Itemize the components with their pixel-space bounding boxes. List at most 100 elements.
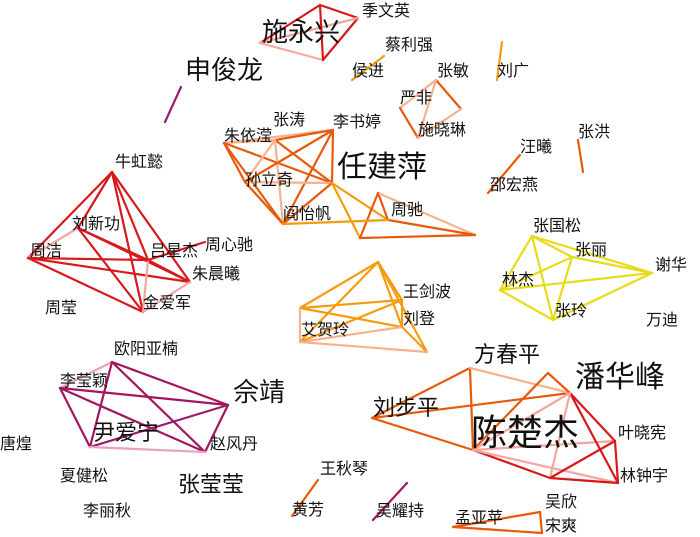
- node-label-liubuping: 刘步平: [373, 396, 440, 421]
- edge-chenchujie-linzhongyu: [471, 448, 620, 485]
- edge-jiwenying-v_sy2: [321, 16, 360, 62]
- edge-liuxingong-zhoujie: [26, 226, 80, 260]
- edge-lvxingjie-zhuchenxi: [146, 258, 192, 284]
- node-label-fangchunping: 方春平: [474, 343, 541, 368]
- node-label-zhangtao: 张涛: [273, 110, 306, 129]
- edge-sunliqi-renjianping: [243, 180, 334, 185]
- node-label-renjianping: 任建萍: [337, 150, 427, 185]
- node-label-wandi: 万迪: [646, 310, 679, 329]
- node-label-huangfang: 黄芳: [292, 500, 325, 519]
- edge-zhangling-xiehua: [551, 271, 654, 322]
- edge-linjie-zhangling: [498, 288, 555, 322]
- node-label-wangjianbo: 王剑波: [403, 282, 452, 301]
- node-label-mengyaping: 孟亚苹: [455, 508, 504, 527]
- edge-v_cc2-linzhongyu: [548, 476, 620, 485]
- edge-lishuting-sunliqi: [243, 128, 335, 184]
- node-label-zhangmin: 张敏: [437, 61, 470, 80]
- edge-v_zh1-v_zh2: [576, 138, 585, 174]
- node-label-panhuafeng: 潘华峰: [575, 360, 665, 395]
- edge-shiyongxing-v_sy1: [258, 3, 322, 45]
- edge-shejing-yinaining: [88, 403, 230, 449]
- node-label-liuguang: 刘广: [497, 61, 530, 80]
- edge-v_sy2-shiyongxing: [258, 41, 325, 62]
- edge-v_cc1-chenchujie: [471, 371, 550, 452]
- edge-niuhongyi-lvxingjie: [110, 170, 150, 262]
- node-label-shenjunlong: 申俊龙: [185, 56, 264, 86]
- edge-v_ah2-liudeng: [298, 325, 404, 344]
- node-label-zhangyingying: 张莹莹: [178, 473, 245, 498]
- node-label-xiehua: 谢华: [655, 255, 688, 274]
- node-label-zhanghong: 张洪: [578, 122, 611, 141]
- edge-mengyaping-songshuang: [451, 525, 544, 535]
- node-label-shixiaolin: 施晓琳: [418, 120, 467, 139]
- node-label-linzhongyu: 林钟宇: [620, 466, 669, 485]
- edge-ouyangyanan-zhaofengdan: [110, 360, 207, 454]
- node-label-liliqiu: 李丽秋: [83, 501, 132, 520]
- edge-zhuchenxi-jinaijun: [141, 280, 192, 314]
- edge-niuhongyi-jinaijun: [110, 170, 145, 314]
- node-label-zhouxinchi: 周心驰: [205, 235, 254, 254]
- node-label-tanghuang: 唐煌: [0, 434, 33, 453]
- edge-zhoujie-zhuchenxi: [26, 256, 192, 284]
- edge-sunliqi-yanyifan: [243, 180, 285, 226]
- edge-linjie-xiehua: [498, 271, 654, 292]
- edge-zhuyiying-yanyifan: [222, 141, 285, 226]
- edge-v_ah1-aihelin: [298, 260, 380, 310]
- edge-niuhongyi-zhoujie: [26, 170, 114, 260]
- node-label-wuxin: 吴欣: [545, 492, 578, 511]
- node-label-wangxi: 汪曦: [520, 137, 553, 156]
- node-label-zhangling: 张玲: [555, 301, 588, 320]
- node-label-wangqiuqin: 王秋琴: [320, 459, 369, 478]
- edge-ouyangyanan-yinaining: [88, 360, 114, 449]
- node-label-liuxingong: 刘新功: [72, 214, 121, 233]
- edge-panhuafeng-linzhongyu: [568, 391, 620, 485]
- node-label-yanyifan: 阎怡帆: [283, 204, 332, 223]
- edge-lishuting-renjianping: [330, 128, 335, 185]
- edge-lishuting-yanyifan: [281, 128, 335, 226]
- edge-v_zc3-v_zc2: [358, 233, 477, 240]
- edge-chenchujie-v_cc2: [471, 448, 552, 480]
- node-label-sunliqi: 孙立奇: [245, 170, 294, 189]
- node-label-wuyaochi: 吴耀持: [376, 501, 425, 520]
- edge-zhangtao-renjianping: [273, 138, 334, 185]
- edge-yanfei-zhangmin: [398, 78, 438, 110]
- edge-lvxingjie-zhouxinchi: [146, 240, 207, 262]
- node-label-houjin: 侯进: [352, 61, 385, 80]
- node-label-yanfei: 严非: [400, 88, 433, 107]
- edge-zhoujie-lvxingjie: [26, 256, 150, 262]
- edge-v_zm-shixiaolin: [416, 107, 463, 140]
- edge-renjianping-v_zc3: [330, 181, 362, 240]
- edge-zhangli-zhangling: [551, 255, 574, 322]
- edge-renjianping-zhouchi: [330, 181, 390, 222]
- edge-fangchunping-panhuafeng: [468, 366, 572, 395]
- node-label-yinaining: 尹爱宁: [93, 421, 160, 446]
- edge-zhangguosong-linjie: [498, 234, 534, 292]
- edge-wuxin-songshuang: [538, 510, 544, 535]
- edge-zhangli-linjie: [498, 255, 574, 292]
- edge-v_zc1-v_zc3: [358, 191, 380, 240]
- node-label-shaohongyan: 邵宏燕: [490, 175, 539, 194]
- edge-zhangli-xiehua: [570, 255, 654, 275]
- edge-v_ah1-liudeng: [376, 260, 404, 329]
- edge-zhangmin-shixiaolin: [416, 78, 438, 140]
- node-label-yexiaoxian: 叶晓宪: [618, 423, 667, 442]
- edge-niuhongyi-liuxingong: [76, 170, 114, 230]
- edge-v_zc1-v_zc2: [376, 191, 477, 237]
- edge-v_ah2-wangjianbo: [298, 298, 404, 344]
- edge-zhangtao-lishuting: [273, 128, 335, 142]
- node-label-chenchujie: 陈楚杰: [471, 413, 580, 454]
- edge-yanfei-shixiaolin: [398, 106, 420, 140]
- node-label-zhangli: 张丽: [575, 240, 608, 259]
- edge-panhuafeng-yexiaoxian: [568, 391, 617, 443]
- edge-yexiaoxian-v_cc2: [548, 439, 617, 480]
- node-label-shiyongxing: 施永兴: [262, 18, 341, 48]
- edge-v_sl1-v_sl2: [163, 85, 183, 124]
- node-label-zhangguosong: 张国松: [533, 216, 582, 235]
- node-label-zhaofengdan: 赵风丹: [210, 434, 259, 453]
- node-label-zhouchi: 周驰: [391, 200, 424, 219]
- edge-liubuping-fangchunping: [370, 366, 472, 420]
- edge-yexiaoxian-linzhongyu: [613, 439, 620, 485]
- edge-shiyongxing-jiwenying: [258, 16, 360, 45]
